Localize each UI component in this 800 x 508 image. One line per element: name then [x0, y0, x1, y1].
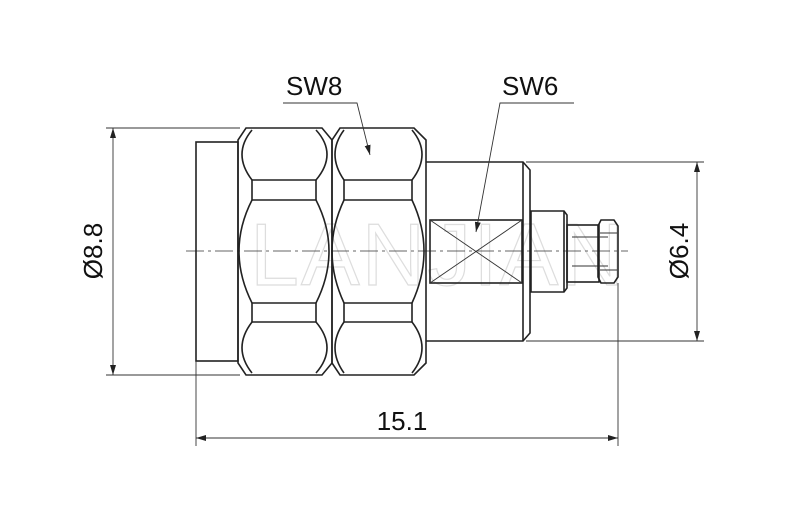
- sw6-leader: [474, 102, 574, 233]
- dimension-body-diameter: Ø6.4: [526, 161, 704, 342]
- overall-length-label: 15.1: [377, 406, 428, 436]
- hex-nut-sw8: [237, 127, 333, 376]
- watermark: LANJIAN: [250, 205, 626, 304]
- outer-diameter-label: Ø8.8: [78, 223, 108, 279]
- sw6-label: SW6: [502, 71, 558, 101]
- hex-nut-sw6-body: [331, 127, 427, 376]
- dimension-overall-length: 15.1: [195, 283, 619, 446]
- connector-body: [426, 161, 619, 342]
- flange-plate: [195, 141, 239, 362]
- dimension-outer-diameter: Ø8.8: [78, 127, 240, 376]
- body-diameter-label: Ø6.4: [664, 223, 694, 279]
- sw8-label: SW8: [286, 71, 342, 101]
- sw8-leader: [283, 102, 371, 156]
